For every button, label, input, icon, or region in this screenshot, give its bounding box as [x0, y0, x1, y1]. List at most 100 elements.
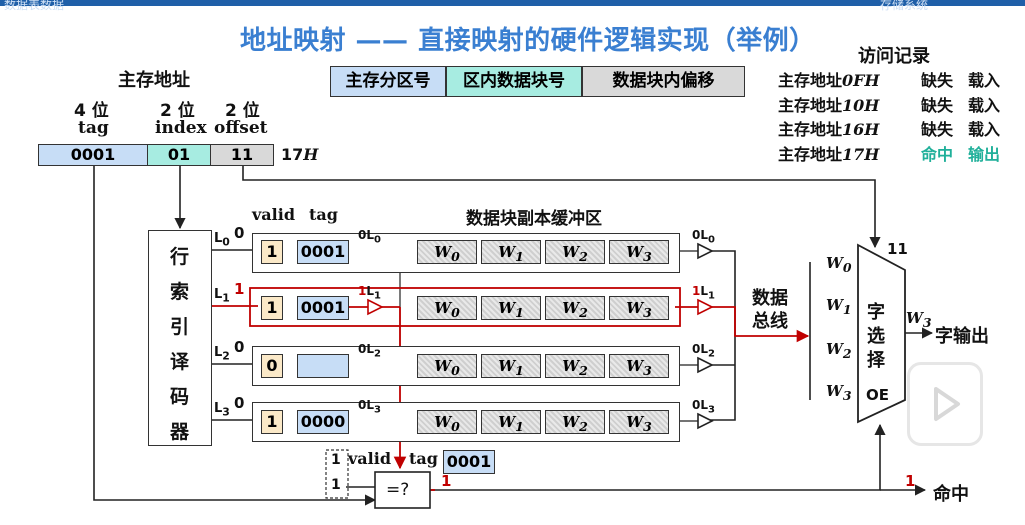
word-letter: W — [906, 309, 923, 327]
line-letter: L — [700, 284, 709, 298]
line-sub: 1 — [222, 291, 230, 305]
word-letter: W — [434, 357, 452, 375]
access-log-result-hit: 命中 — [921, 145, 954, 164]
word-cell: W0 — [417, 354, 477, 378]
access-log-result: 缺失 — [921, 96, 954, 115]
word-letter: W — [498, 243, 516, 261]
word-letter: W — [562, 357, 580, 375]
word-letter: W — [434, 413, 452, 431]
mux-select-value: 11 — [887, 240, 908, 258]
valid-bit: 0 — [261, 354, 283, 378]
word-sub: 2 — [579, 419, 588, 434]
word-sub: 2 — [579, 305, 588, 320]
buffer-ctrl-3: 0L3 — [358, 398, 381, 415]
address-title: 主存地址 — [118, 70, 190, 91]
word-sub: 1 — [515, 419, 524, 434]
line-sub: 2 — [708, 348, 715, 360]
address-hex: 17H — [281, 145, 318, 164]
word-letter: W — [626, 299, 644, 317]
bus-label-line1: 数据 — [752, 288, 788, 309]
mux-output-word: W3 — [906, 309, 932, 330]
word-letter: W — [498, 357, 516, 375]
decoder-char: 索 — [170, 281, 190, 303]
line-tag — [297, 354, 349, 378]
bus-ctrl-value: 0 — [692, 342, 701, 356]
access-log-action: 载入 — [968, 96, 1001, 115]
decoder-char: 引 — [170, 316, 190, 338]
buffer-ctrl-value: 1 — [358, 284, 367, 298]
bus-label-line2: 总线 — [752, 311, 788, 332]
word-sub: 3 — [643, 419, 652, 434]
word-cell: W3 — [609, 296, 669, 320]
word-letter: W — [826, 254, 843, 272]
decoder-char: 行 — [170, 246, 190, 268]
buffer-ctrl-value: 0 — [358, 342, 367, 356]
page-title: 地址映射 —— 直接映射的硬件逻辑实现（举例） — [240, 26, 816, 56]
access-log-row: 主存地址0FH — [778, 67, 880, 91]
play-overlay-icon[interactable] — [907, 362, 983, 446]
comparator-label: =? — [386, 480, 410, 500]
access-log-suffix: H — [864, 145, 880, 164]
word-cell: W2 — [545, 240, 605, 264]
bus-ctrl-1: 1L1 — [692, 284, 715, 301]
word-sub: 0 — [451, 419, 460, 434]
word-cell: W0 — [417, 296, 477, 320]
line-label-0: L0 — [214, 231, 230, 249]
word-output-label: 字输出 — [935, 326, 989, 347]
access-log-suffix: H — [864, 96, 880, 115]
buffer-title: 数据块副本缓冲区 — [466, 209, 602, 229]
line-sub: 0 — [708, 234, 715, 246]
bus-ctrl-value: 1 — [692, 284, 701, 298]
offset-field-name: offset — [214, 118, 268, 138]
decoder-char: 器 — [170, 421, 190, 443]
word-sub: 3 — [922, 315, 932, 330]
word-sub: 0 — [842, 260, 852, 275]
word-letter: W — [826, 296, 843, 314]
buffer-ctrl-1: 1L1 — [358, 284, 381, 301]
cmp-in-valid: 1 — [331, 452, 341, 468]
access-log-addr: 0F — [842, 71, 865, 90]
word-letter: W — [562, 243, 580, 261]
bus-ctrl-0: 0L0 — [692, 228, 715, 245]
mux-oe-label: OE — [866, 386, 889, 404]
line-letter: L — [214, 345, 223, 360]
word-cell: W0 — [417, 240, 477, 264]
word-sub: 3 — [842, 388, 852, 403]
access-log-action-output: 输出 — [968, 145, 1001, 164]
line-sub: 3 — [374, 404, 381, 416]
address-offset-value: 11 — [210, 144, 274, 166]
tag-header: tag — [309, 205, 338, 224]
play-icon — [934, 387, 960, 421]
word-letter: W — [562, 299, 580, 317]
word-letter: W — [434, 299, 452, 317]
address-tag-value: 0001 — [38, 144, 148, 166]
index-bits-label: 2 位 — [160, 101, 195, 121]
mux-in-3: W3 — [826, 382, 852, 403]
access-log-row: 主存地址10H — [778, 92, 879, 116]
word-sub: 3 — [643, 249, 652, 264]
word-letter: W — [498, 413, 516, 431]
hit-label: 命中 — [933, 484, 969, 505]
bus-ctrl-value: 0 — [692, 228, 701, 242]
word-sub: 0 — [451, 363, 460, 378]
buffer-ctrl-value: 0 — [358, 398, 367, 412]
line-letter: L — [214, 401, 223, 416]
line-sub: 1 — [374, 290, 381, 302]
row-index-decoder — [148, 230, 212, 446]
buffer-ctrl-0: 0L0 — [358, 228, 381, 245]
line-select-2: 0 — [234, 338, 245, 356]
access-log-prefix: 主存地址 — [778, 145, 843, 164]
line-letter: L — [214, 231, 223, 246]
word-letter: W — [562, 413, 580, 431]
mux-in-0: W0 — [826, 254, 852, 275]
word-sub: 1 — [515, 249, 524, 264]
top-bar — [0, 0, 1025, 6]
line-letter: L — [700, 342, 709, 356]
address-hex-value: 17 — [281, 145, 304, 164]
word-sub: 1 — [842, 302, 852, 317]
mux-label-char: 择 — [867, 350, 885, 371]
mux-in-1: W1 — [826, 296, 852, 317]
word-cell: W0 — [417, 410, 477, 434]
line-select-3: 0 — [234, 394, 245, 412]
bus-ctrl-2: 0L2 — [692, 342, 715, 359]
